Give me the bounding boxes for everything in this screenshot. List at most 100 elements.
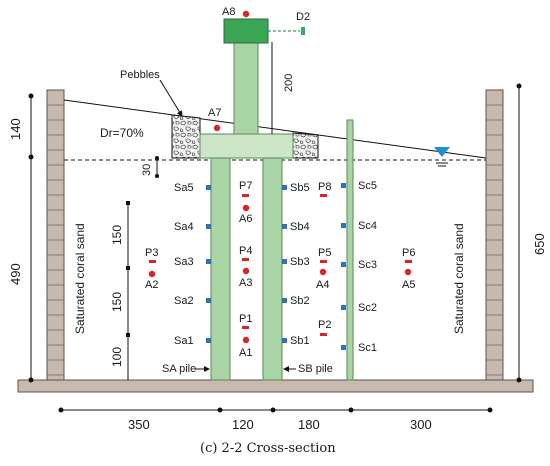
water-offset-label: 30 (141, 164, 153, 176)
pile-segment-lower: 100 (110, 347, 124, 367)
soil-label-left: Saturated coral sand (73, 223, 87, 334)
tower-height-label: 200 (283, 74, 295, 92)
sc-sheet-pile (346, 119, 354, 381)
p5-sensor (320, 260, 327, 263)
left-height-dimension (28, 93, 34, 383)
p3-sensor (149, 260, 156, 263)
sa2-gauge (206, 298, 211, 303)
bottom-dim-2: 120 (232, 417, 254, 432)
sb4-gauge (282, 224, 287, 229)
sa-pile (210, 157, 231, 381)
pebbles-label: Pebbles (120, 69, 160, 81)
tower-column (233, 41, 259, 135)
a7-sensor (213, 124, 221, 132)
bottom-dim-4: 300 (410, 417, 432, 432)
d2-sensor-icon (301, 27, 305, 35)
pile-segment-upper: 150 (110, 225, 124, 245)
a4-label: A4 (316, 279, 329, 291)
sb-pile (262, 157, 283, 381)
right-total-dimension: 650 (532, 233, 547, 255)
a1-sensor (242, 336, 250, 344)
bottom-width-dimension (58, 407, 493, 413)
relative-density-label: Dr=70% (100, 126, 144, 140)
sb3-label: Sb3 (290, 256, 310, 268)
a6-label: A6 (239, 213, 252, 225)
pebbles-right (292, 132, 319, 159)
sb2-label: Sb2 (290, 295, 310, 307)
sa-pile-label: SA pile (162, 363, 196, 375)
p1-label: P1 (239, 313, 252, 325)
sc2-label: Sc2 (358, 302, 377, 314)
sc-gauge-group: Sc5 Sc4 Sc3 Sc2 Sc1 (341, 180, 377, 354)
a5-sensor (404, 268, 412, 276)
sa5-label: Sa5 (174, 182, 194, 194)
a3-label: A3 (239, 277, 252, 289)
base-plate (17, 379, 534, 393)
a2-label: A2 (145, 279, 158, 291)
right-height-dimension (516, 83, 522, 383)
centre-sensors: P7 A6 P4 A3 P1 A1 (239, 180, 252, 359)
sb2-gauge (282, 298, 287, 303)
sa4-label: Sa4 (174, 221, 194, 233)
sb3-gauge (282, 259, 287, 264)
sb1-label: Sb1 (290, 335, 310, 347)
sb4-label: Sb4 (290, 221, 310, 233)
p4-sensor (242, 258, 249, 261)
sa5-gauge (206, 185, 211, 190)
sc1-gauge (341, 345, 346, 350)
pebbles-left (171, 114, 201, 159)
p8-sensor (320, 194, 327, 197)
sb5-label: Sb5 (290, 182, 310, 194)
figure-caption: (c) 2-2 Cross-section (200, 441, 336, 456)
a3-sensor (242, 267, 250, 275)
sa1-gauge (206, 338, 211, 343)
soil-label-right: Saturated coral sand (452, 223, 466, 334)
sa3-gauge (206, 259, 211, 264)
slope-surface-line (63, 99, 487, 159)
sa3-label: Sa3 (174, 256, 194, 268)
p7-sensor (242, 194, 249, 197)
p6-label: P6 (402, 247, 415, 259)
pile-depth-dimension (126, 201, 130, 380)
right-container-wall (485, 89, 504, 381)
pile-segment-middle: 150 (110, 292, 124, 312)
left-bottom-dimension: 490 (8, 263, 23, 285)
a1-label: A1 (239, 347, 252, 359)
water-offset-dimension (155, 156, 159, 178)
sb-gauge-group: Sb5 Sb4 Sb3 Sb2 Sb1 (282, 182, 310, 347)
a7-label: A7 (208, 107, 221, 119)
a6-sensor (242, 204, 250, 212)
sb1-gauge (282, 338, 287, 343)
sc4-label: Sc4 (358, 220, 377, 232)
sc4-gauge (341, 223, 346, 228)
bottom-dim-3: 180 (298, 417, 320, 432)
p3-label: P3 (145, 247, 158, 259)
p8-label: P8 (318, 181, 331, 193)
p2-label: P2 (318, 319, 331, 331)
p6-sensor (405, 260, 412, 263)
sa4-gauge (206, 224, 211, 229)
a4-sensor (319, 268, 327, 276)
sc5-label: Sc5 (358, 180, 377, 192)
a5-label: A5 (402, 279, 415, 291)
water-level-icon (434, 147, 450, 167)
d2-label: D2 (296, 11, 310, 23)
sa1-label: Sa1 (174, 335, 194, 347)
sc1-label: Sc1 (358, 342, 377, 354)
p1-sensor (242, 326, 249, 329)
sb-pile-label: SB pile (298, 363, 333, 375)
p7-label: P7 (239, 180, 252, 192)
sc3-gauge (341, 262, 346, 267)
sc2-gauge (341, 305, 346, 310)
pebbles-pointer (159, 79, 183, 117)
p4-label: P4 (239, 245, 252, 257)
left-top-dimension: 140 (8, 118, 23, 140)
a8-label: A8 (222, 6, 235, 18)
p5-label: P5 (318, 247, 331, 259)
p2-sensor (320, 333, 327, 336)
sb5-gauge (282, 185, 287, 190)
a2-sensor (148, 270, 156, 278)
bottom-dim-1: 350 (128, 417, 150, 432)
